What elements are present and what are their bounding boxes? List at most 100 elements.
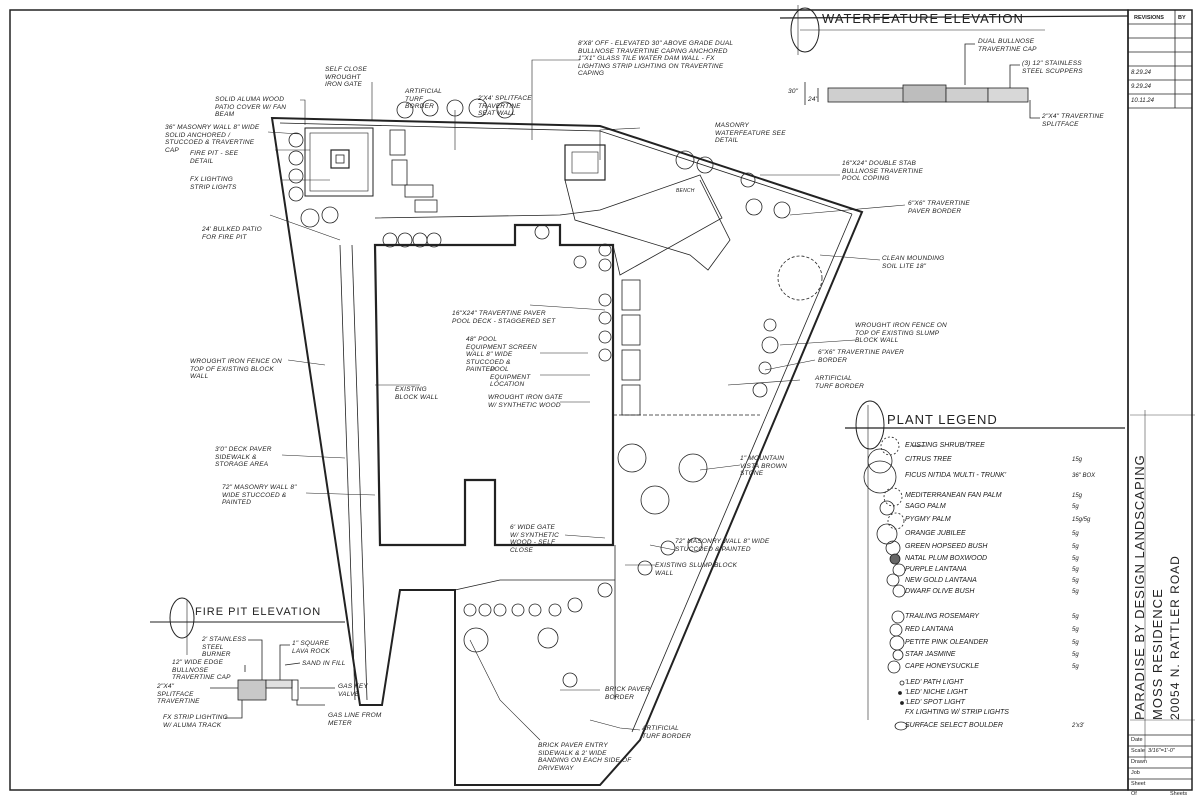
project-address: 20054 N. RATTLER ROAD [1168,555,1182,720]
plan-note: WROUGHT IRON GATE W/ SYNTHETIC WOOD [488,394,563,409]
legend-item: MEDITERRANEAN FAN PALM [905,492,1002,499]
project-name: MOSS RESIDENCE [1150,588,1165,720]
revisions-header: REVISIONS [1134,15,1164,21]
legend-item: STAR JASMINE [905,651,956,658]
legend-size: 5g [1072,531,1079,537]
scale-label: Scale [1131,748,1145,754]
plan-note: ARTIFICIAL TURF BORDER [815,375,865,390]
pool-deck [374,174,723,276]
plan-note: 72" MASONRY WALL 8" WIDE STUCCOED & PAIN… [222,484,297,506]
plan-note: 16"x24" TRAVERTINE PAVER POOL DECK - STA… [452,310,556,325]
legend-item: GREEN HOPSEED BUSH [905,543,988,550]
legend-item: SAGO PALM [905,503,946,510]
plan-note: MASONRY WATERFEATURE SEE DETAIL [715,122,786,144]
job-label: Job [1131,770,1140,776]
water-feature-elevation-title: WATERFEATURE ELEVATION [822,11,1024,26]
fp-note-gas-valve: GAS KEY VALVE [338,683,368,698]
revision-date: 10.11.24 [1131,98,1154,104]
plan-note: 6' WIDE GATE W/ SYNTHETIC WOOD - SELF CL… [510,524,559,554]
plan-note: 6"x6" TRAVERTINE PAVER BORDER [908,200,970,215]
fp-note-burner: 2' STAINLESS STEEL BURNER [202,636,247,658]
plan-note: 48" POOL EQUIPMENT SCREEN WALL 8" WIDE S… [466,336,537,373]
plan-note: 6"x6" TRAVERTINE PAVER BORDER [818,349,905,364]
legend-item: PETITE PINK OLEANDER [905,639,989,646]
plan-note: SOLID ALUMA WOOD PATIO COVER W/ FAN BEAM [215,96,287,118]
plant-symbols [288,98,823,688]
plan-note: FX LIGHTING STRIP LIGHTS [190,176,237,191]
drawn-label: Drawn [1131,759,1147,765]
water-feature [564,144,606,181]
legend-size: 5g [1072,640,1079,646]
legend-size: 15g [1072,493,1083,499]
legend-item: ORANGE JUBILEE [905,530,966,537]
legend-size: 5g [1072,567,1079,573]
company-name: PARADISE BY DESIGN LANDSCAPING [1132,454,1147,720]
fp-note-lighting: FX STRIP LIGHTING W/ ALUMA TRACK [163,714,228,729]
plan-note: FIRE PIT - SEE DETAIL [190,150,239,165]
fire-pit-elevation-bubble [169,597,195,639]
plan-note: 3'0" DECK PAVER SIDEWALK & STORAGE AREA [215,446,272,468]
plan-note: 2'x4' SPLITFACE TRAVERTINE SEAT WALL [478,95,532,117]
wf-note-scuppers: (3) 12" STAINLESS STEEL SCUPPERS [1022,60,1083,75]
side-sidewalk [339,244,356,701]
legend-size: 5g [1072,664,1079,670]
legend-item: NEW GOLD LANTANA [905,577,977,584]
legend-size: 15g/5g [1072,517,1091,523]
fp-note-cap: 12" WIDE EDGE BULLNOSE TRAVERTINE CAP [172,659,231,681]
revision-date: 8.29.24 [1131,70,1152,76]
plant-legend-title: PLANT LEGEND [887,412,998,427]
annotation-leaders [267,59,906,741]
plan-note: 24' BULKED PATIO FOR FIRE PIT [202,226,262,241]
legend-item: SURFACE SELECT BOULDER [905,722,1003,729]
plan-note: BRICK PAVER BORDER [605,686,651,701]
plan-note: 72" MASONRY WALL 8" WIDE STUCCOED & PAIN… [675,538,770,553]
legend-size: 2'x3' [1072,723,1084,729]
plant-legend-bubble [855,400,885,450]
legend-item: 'LED' NICHE LIGHT [905,689,968,696]
sheet-label: Sheet [1131,781,1146,787]
legend-size: 5g [1072,627,1079,633]
by-header: BY [1178,15,1186,21]
plan-note: EXISTING BLOCK WALL [395,386,439,401]
plan-note: BENCH [676,188,695,194]
plan-note: CLEAN MOUNDING SOIL LITE 18" [882,255,945,270]
legend-item: DWARF OLIVE BUSH [905,588,975,595]
legend-item: PYGMY PALM [905,516,951,523]
existing-house [373,223,615,547]
sheets-label: Sheets [1170,791,1188,797]
fp-note-splitface: 2"x4" SPLITFACE TRAVERTINE [157,683,200,705]
wf-note-cap: DUAL BULLNOSE TRAVERTINE CAP [978,38,1037,53]
legend-size: 5g [1072,504,1079,510]
legend-item: FX LIGHTING W/ STRIP LIGHTS [905,709,1009,716]
legend-size: 5g [1072,589,1079,595]
legend-size: 5g [1072,544,1079,550]
legend-item: PURPLE LANTANA [905,566,967,573]
plan-note: ARTIFICIAL TURF BORDER [642,725,692,740]
legend-item: CITRUS TREE [905,456,952,463]
plan-note: SELF CLOSE WROUGHT IRON GATE [325,66,367,88]
wf-dim-inner: 24" [808,96,819,103]
legend-size: 5g [1072,614,1079,620]
plan-note: EXISTING SLUMP BLOCK WALL [655,562,738,577]
legend-item: 'LED' SPOT LIGHT [905,699,965,706]
plan-note: WROUGHT IRON FENCE ON TOP OF EXISTING BL… [190,358,282,380]
title-block-grid [1128,10,1192,780]
legend-size: 5g [1072,556,1079,562]
plan-note: 1" MOUNTAIN VISTA BROWN STONE [740,455,787,477]
fp-note-sand: SAND IN FILL [302,660,346,667]
plan-note: BRICK PAVER ENTRY SIDEWALK & 2' WIDE BAN… [538,742,632,772]
legend-item: FICUS NITIDA 'MULTI - TRUNK' [905,472,1007,479]
fp-note-gas-line: GAS LINE FROM METER [328,712,382,727]
plan-note: WROUGHT IRON FENCE ON TOP OF EXISTING SL… [855,322,947,344]
fp-note-lava: 1" SQUARE LAVA ROCK [292,640,331,655]
plan-note: 36" MASONRY WALL 8" WIDE SOLID ANCHORED … [165,124,260,154]
wf-note-ledgestone: 2"x4" TRAVERTINE SPLITFACE [1042,113,1104,128]
legend-size: 15g [1072,457,1083,463]
plan-note: 16"x24" DOUBLE STAB BULLNOSE TRAVERTINE … [842,160,923,182]
plan-note: POOL EQUIPMENT LOCATION [490,366,531,388]
legend-item: TRAILING ROSEMARY [905,613,980,620]
revision-date: 9.29.24 [1131,84,1152,90]
legend-item: 'LED' PATH LIGHT [905,679,964,686]
legend-size: 5g [1072,652,1079,658]
legend-size: 36" BOX [1072,473,1096,479]
